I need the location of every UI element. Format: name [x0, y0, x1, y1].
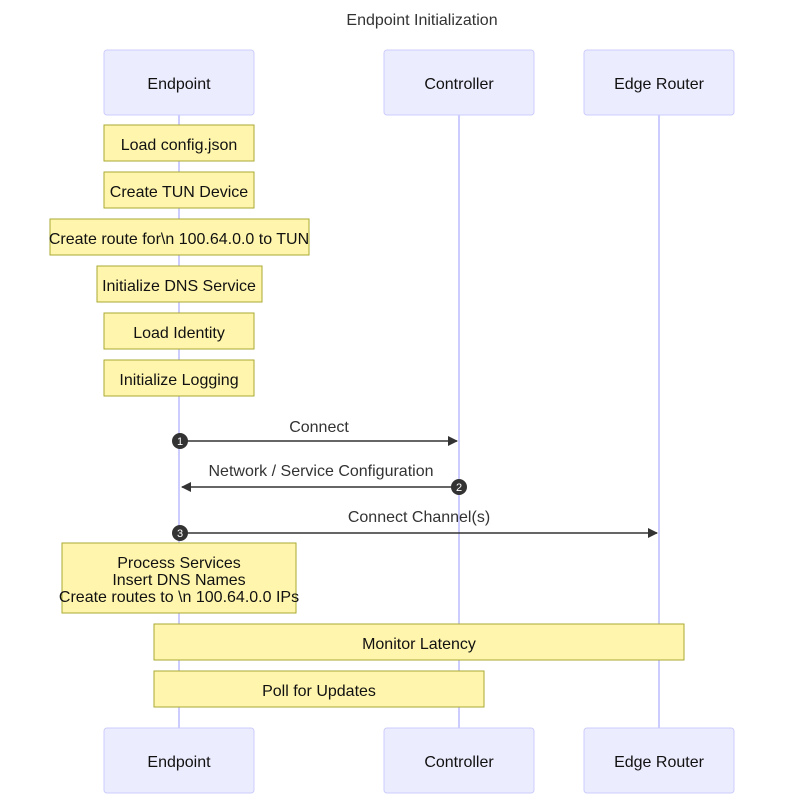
- actor-edge-router-bottom: Edge Router: [583, 727, 735, 794]
- note-text: Create route for\n 100.64.0.0 to TUN: [49, 231, 309, 248]
- note-poll-updates: Poll for Updates: [153, 670, 485, 708]
- note-load-config: Load config.json: [103, 124, 255, 162]
- diagram-title: Endpoint Initialization: [346, 12, 497, 29]
- note-load-identity: Load Identity: [103, 312, 255, 350]
- actor-label: Endpoint: [147, 754, 211, 771]
- note-text: Load Identity: [133, 325, 225, 342]
- message-label: Connect Channel(s): [348, 509, 490, 526]
- actor-edge-router-top: Edge Router: [583, 49, 735, 116]
- note-text: Initialize Logging: [119, 372, 238, 389]
- actor-label: Controller: [424, 754, 494, 771]
- sequence-number: 3: [177, 528, 183, 540]
- actor-controller-top: Controller: [383, 49, 535, 116]
- message-label: Network / Service Configuration: [209, 463, 434, 480]
- note-text-line: Insert DNS Names: [112, 572, 245, 589]
- note-text-line: Process Services: [117, 555, 241, 572]
- sequence-number-badge: [172, 433, 188, 449]
- message-connect: Connect 1: [172, 419, 458, 449]
- sequence-number-badge: [172, 525, 188, 541]
- note-text-line: Create routes to \n 100.64.0.0 IPs: [59, 589, 299, 606]
- note-text: Load config.json: [121, 137, 238, 154]
- note-init-logging: Initialize Logging: [103, 359, 255, 397]
- message-label: Connect: [289, 419, 349, 436]
- message-network-service-config: Network / Service Configuration 2: [181, 463, 467, 495]
- actor-endpoint-bottom: Endpoint: [103, 727, 255, 794]
- sequence-number: 2: [456, 482, 462, 494]
- sequence-number-badge: [451, 479, 467, 495]
- note-init-dns: Initialize DNS Service: [96, 265, 263, 303]
- note-text: Create TUN Device: [110, 184, 249, 201]
- actor-controller-bottom: Controller: [383, 727, 535, 794]
- note-text: Monitor Latency: [362, 636, 476, 653]
- actor-label: Edge Router: [614, 76, 705, 93]
- note-create-route: Create route for\n 100.64.0.0 to TUN: [49, 218, 310, 256]
- actor-label: Endpoint: [147, 76, 211, 93]
- note-process-services: Process Services Insert DNS Names Create…: [59, 542, 299, 614]
- note-create-tun: Create TUN Device: [103, 171, 255, 209]
- note-text: Initialize DNS Service: [102, 278, 256, 295]
- message-connect-channels: Connect Channel(s) 3: [172, 509, 658, 541]
- sequence-number: 1: [177, 436, 183, 448]
- note-monitor-latency: Monitor Latency: [153, 623, 685, 661]
- actor-label: Edge Router: [614, 754, 705, 771]
- actor-label: Controller: [424, 76, 494, 93]
- note-text: Poll for Updates: [262, 683, 376, 700]
- actor-endpoint-top: Endpoint: [103, 49, 255, 116]
